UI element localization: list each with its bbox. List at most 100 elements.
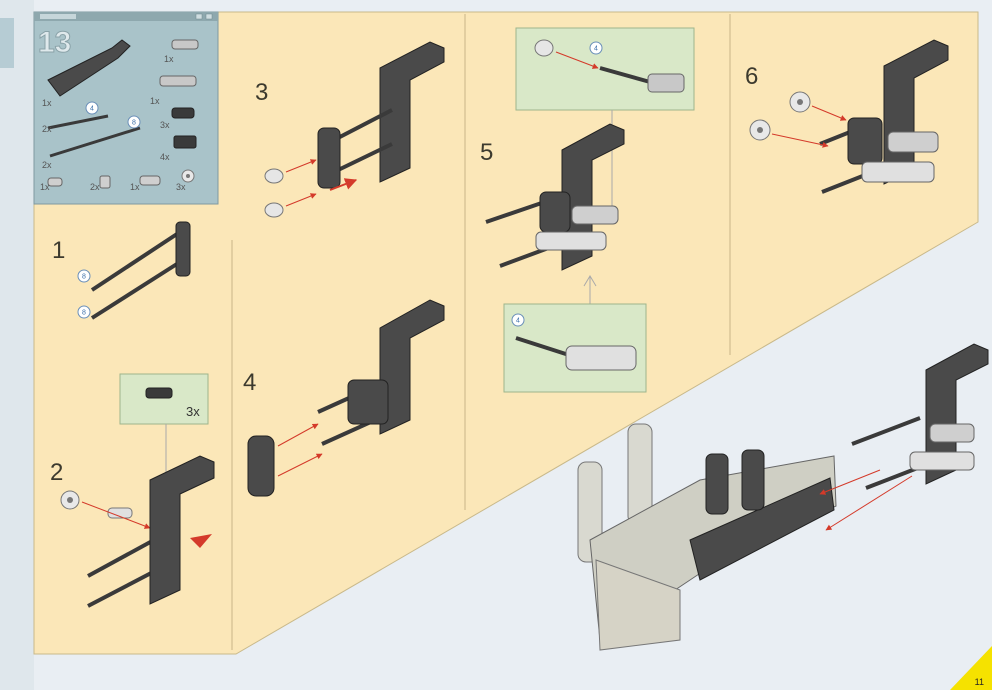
part-qty-bent-beam: 1x [42, 98, 52, 108]
step-1: 1 8 8 [52, 221, 191, 320]
page-number: 11 [975, 677, 984, 687]
step-5-top-connector [647, 73, 685, 93]
part-qty-axle-4: 2x [42, 124, 52, 134]
step-6: 6 [745, 39, 949, 194]
gear-part [181, 169, 195, 183]
step-6-gear-1 [789, 91, 811, 113]
step-6-connector [847, 117, 883, 165]
step-1-length-1: 8 [82, 274, 86, 281]
step-4-connector [347, 379, 389, 425]
step-2-gear [60, 490, 80, 510]
left-margin [0, 0, 34, 690]
step-5-axle-connector [571, 205, 619, 225]
step-5-top-length-badge [589, 41, 603, 55]
parts-list-number: 13 [38, 26, 71, 59]
page-tab [0, 18, 14, 68]
part-qty-bush: 1x [40, 182, 50, 192]
step-1-length-2: 8 [82, 310, 86, 317]
length-badge-8 [127, 115, 141, 129]
step-1-number: 1 [52, 237, 65, 264]
bush-part [47, 177, 63, 187]
final-subassembly-axle-top [851, 416, 921, 446]
step-5-number: 5 [480, 139, 493, 166]
part-qty-pin-connector: 1x [164, 54, 174, 64]
step-6-gear-2 [749, 119, 771, 141]
step-2-callout-pin [145, 387, 173, 399]
axle-8-part [49, 126, 141, 158]
step-3: 3 [255, 41, 445, 218]
step-6-arrow-2 [771, 133, 829, 148]
step-1-length-badge-2 [77, 305, 91, 319]
step-1-beam [175, 221, 191, 277]
step-5-connector [539, 191, 571, 233]
step-6-axle-connector [887, 131, 939, 153]
universal-joint-part [159, 75, 197, 87]
step-4-number: 4 [243, 369, 256, 396]
step-2-callout [119, 373, 209, 425]
step-5-bottom-axle [515, 336, 573, 358]
final-subassembly-connector [929, 423, 975, 443]
step-3-bent-beam [379, 41, 445, 183]
final-subassembly-beam [925, 343, 989, 485]
step-5-top-length: 4 [594, 46, 598, 53]
black-pin-part [171, 107, 195, 119]
step-3-arrow-1 [285, 159, 317, 173]
step-3-bush-1 [264, 168, 284, 184]
pin-connector-part [171, 39, 199, 50]
step-3-arrow-3 [329, 178, 358, 191]
step-5-bottom-pointer-head [583, 275, 597, 287]
step-6-number: 6 [745, 63, 758, 90]
parts-list-box: 13 1x 1x 1x 4 2x 3x 8 2x 4x 1x 2x 1x [33, 11, 219, 205]
axle-pin-part [139, 175, 161, 186]
step-3-axle-bottom [333, 142, 393, 174]
length-label-4: 4 [90, 106, 94, 113]
step-3-connector [317, 127, 341, 189]
final-arrow-1 [819, 469, 881, 495]
step-2-callout-qty: 3x [186, 404, 200, 419]
step-5-top-axle [599, 66, 651, 84]
part-qty-gear: 3x [176, 182, 186, 192]
step-4-arrow-1 [277, 423, 319, 447]
step-6-arrow-1 [811, 105, 847, 121]
final-upright-2 [741, 449, 765, 511]
part-qty-axle-pin: 1x [130, 182, 140, 192]
step-2-bent-beam [149, 455, 215, 605]
part-qty-axle-8: 2x [42, 160, 52, 170]
half-bush-part [99, 175, 111, 189]
step-1-length-badge-1 [77, 269, 91, 283]
step-5-bottom-length-badge [511, 313, 525, 327]
step-6-universal-joint [861, 161, 935, 183]
double-connector-part [173, 135, 197, 149]
final-subassembly-joint [909, 451, 975, 471]
step-1-axle-bottom [90, 260, 182, 320]
part-qty-universal-joint: 1x [150, 96, 160, 106]
step-5-top-arrow [555, 51, 599, 69]
step-5-bottom-length: 4 [516, 318, 520, 325]
step-2: 3x 2 [50, 373, 215, 608]
step-2-number: 2 [50, 459, 63, 486]
step-1-axle-top [90, 230, 182, 292]
final-upright-1 [705, 453, 729, 515]
step-2-marker [190, 534, 212, 548]
step-5-bottom-joint [565, 345, 637, 371]
axle-4-part [47, 114, 109, 130]
step-3-axle-top [333, 108, 393, 142]
step-5-top-bush [534, 39, 554, 57]
step-5-universal-joint [535, 231, 607, 251]
final-gear-rack [689, 477, 835, 581]
step-2-arrow [81, 501, 151, 529]
step-2-axle-pin [107, 507, 133, 519]
length-label-8: 8 [132, 120, 136, 127]
bent-beam-part [47, 39, 131, 97]
step-5: 4 5 4 [480, 27, 695, 393]
length-badge-4 [85, 101, 99, 115]
part-qty-double-connector: 4x [160, 152, 170, 162]
part-qty-black-pin: 3x [160, 120, 170, 130]
step-4-double-connector [247, 435, 275, 497]
step-4-arrow-2 [277, 453, 323, 477]
step-3-number: 3 [255, 79, 268, 106]
step-3-bush-2 [264, 202, 284, 218]
step-4-bent-beam [379, 299, 445, 435]
